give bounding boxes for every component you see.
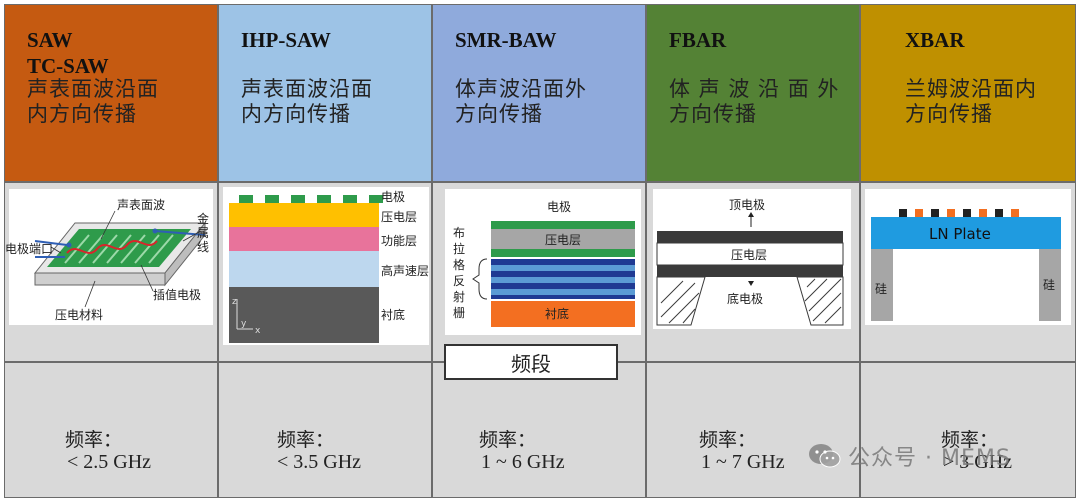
smr-label-bragg-4: 反 [453, 274, 465, 288]
smr-label-bragg-5: 射 [453, 289, 465, 304]
fbar-title: FBAR [669, 28, 727, 52]
xbar-label-si-right: 硅 [1043, 278, 1055, 292]
smr-label-bragg-6: 栅 [453, 305, 465, 320]
xbar-diagram: LN Plate 硅 硅 [865, 189, 1071, 325]
xbar-frequency-cell: 频率： > 3 GHz [860, 362, 1076, 498]
fbar-label-top-electrode: 顶电极 [729, 198, 765, 212]
ihp-label-functional: 功能层 [381, 234, 417, 248]
ihp-label-substrate: 衬底 [381, 307, 405, 322]
saw-label-substrate: 压电材料 [55, 308, 103, 322]
saw-frequency-cell: 频率： < 2.5 GHz [4, 362, 218, 498]
saw-freq-label: 频率： [65, 429, 123, 451]
wechat-icon [809, 444, 841, 468]
smr-baw-header-cell: SMR-BAW 体声波沿面外 方向传播 [432, 4, 646, 182]
fbar-label-piezo: 压电层 [731, 248, 767, 262]
xbar-label-plate: LN Plate [929, 225, 991, 243]
fbar-freq-label: 频率： [699, 429, 757, 451]
smr-label-piezo: 压电层 [545, 233, 581, 247]
saw-header-cell: SAW TC-SAW 声表面波沿面 内方向传播 [4, 4, 218, 182]
smr-label-bragg-3: 格 [453, 257, 465, 272]
smr-baw-diagram-cell: 电极 压电层 衬底 布 拉 格 反 射 栅 [432, 182, 646, 362]
ihp-saw-diagram-cell: z y x 电极 压电层 功能层 高声速层 衬底 [218, 182, 432, 362]
smr-baw-title: SMR-BAW [455, 28, 557, 52]
smr-baw-description: 体声波沿面外 方向传播 [455, 77, 587, 126]
ihp-saw-freq-label: 频率： [277, 429, 335, 451]
smr-baw-diagram: 电极 压电层 衬底 布 拉 格 反 射 栅 [445, 189, 641, 335]
saw-description: 声表面波沿面 内方向传播 [27, 77, 159, 126]
fbar-header-cell: FBAR 体 声 波 沿 面 外 方向传播 [646, 4, 860, 182]
ihp-saw-header-cell: IHP-SAW 声表面波沿面 内方向传播 [218, 4, 432, 182]
ihp-saw-diagram: z y x 电极 压电层 功能层 高声速层 衬底 [223, 187, 429, 345]
xbar-label-si-left: 硅 [875, 282, 887, 296]
fbar-frequency-cell: 频率： 1 ~ 7 GHz [646, 362, 860, 498]
xbar-header-cell: XBAR 兰姆波沿面内 方向传播 [860, 4, 1076, 182]
smr-label-substrate: 衬底 [545, 306, 569, 321]
watermark: 公众号 · MEMS [808, 440, 1011, 472]
ihp-saw-frequency-cell: 频率： < 3.5 GHz [218, 362, 432, 498]
saw-label-port: 电极端口 [5, 242, 53, 256]
saw-label-metal-3: 线 [197, 240, 209, 254]
saw-label-wave: 声表面波 [117, 198, 165, 212]
smr-label-bragg-1: 布 [453, 226, 465, 240]
fbar-label-bottom-electrode: 底电极 [727, 291, 763, 306]
ihp-saw-title: IHP-SAW [241, 28, 331, 52]
ihp-axis-y: y [241, 319, 247, 329]
ihp-label-electrode: 电极 [381, 190, 405, 204]
band-label-box: 频段 [444, 344, 618, 380]
fbar-description: 体 声 波 沿 面 外 方向传播 [669, 77, 840, 126]
saw-title: SAW TC-SAW [27, 28, 109, 78]
xbar-freq-value: > 3 GHz [943, 451, 1013, 473]
ihp-label-piezo: 压电层 [381, 210, 417, 224]
saw-label-metal-2: 属 [197, 226, 209, 240]
ihp-saw-freq-value: < 3.5 GHz [277, 451, 362, 473]
smr-baw-frequency-cell: 频率： 1 ~ 6 GHz [432, 362, 646, 498]
fbar-diagram-cell: 顶电极 压电层 底电极 [646, 182, 860, 362]
ihp-axis-z: z [232, 297, 237, 307]
ihp-saw-description: 声表面波沿面 内方向传播 [241, 77, 373, 126]
saw-label-idt: 插值电极 [153, 287, 201, 302]
smr-baw-freq-label: 频率： [479, 429, 537, 451]
xbar-freq-label: 频率： [941, 429, 999, 451]
smr-baw-freq-value: 1 ~ 6 GHz [481, 451, 565, 473]
smr-label-bragg-2: 拉 [453, 241, 465, 256]
smr-label-electrode: 电极 [547, 200, 571, 214]
saw-diagram: 声表面波 金 属 线 电极端口 插值电极 压电材料 [5, 189, 213, 325]
watermark-text: 公众号 · MEMS [848, 446, 1011, 471]
xbar-description: 兰姆波沿面内 方向传播 [905, 77, 1037, 126]
fbar-diagram: 顶电极 压电层 底电极 [653, 189, 851, 329]
ihp-label-high-velocity: 高声速层 [381, 263, 429, 278]
fbar-freq-value: 1 ~ 7 GHz [701, 451, 785, 473]
xbar-diagram-cell: LN Plate 硅 硅 [860, 182, 1076, 362]
saw-label-metal-1: 金 [197, 211, 209, 226]
saw-freq-value: < 2.5 GHz [67, 451, 152, 473]
saw-diagram-cell: 声表面波 金 属 线 电极端口 插值电极 压电材料 [4, 182, 218, 362]
ihp-axis-x: x [255, 326, 261, 336]
xbar-title: XBAR [905, 28, 965, 52]
